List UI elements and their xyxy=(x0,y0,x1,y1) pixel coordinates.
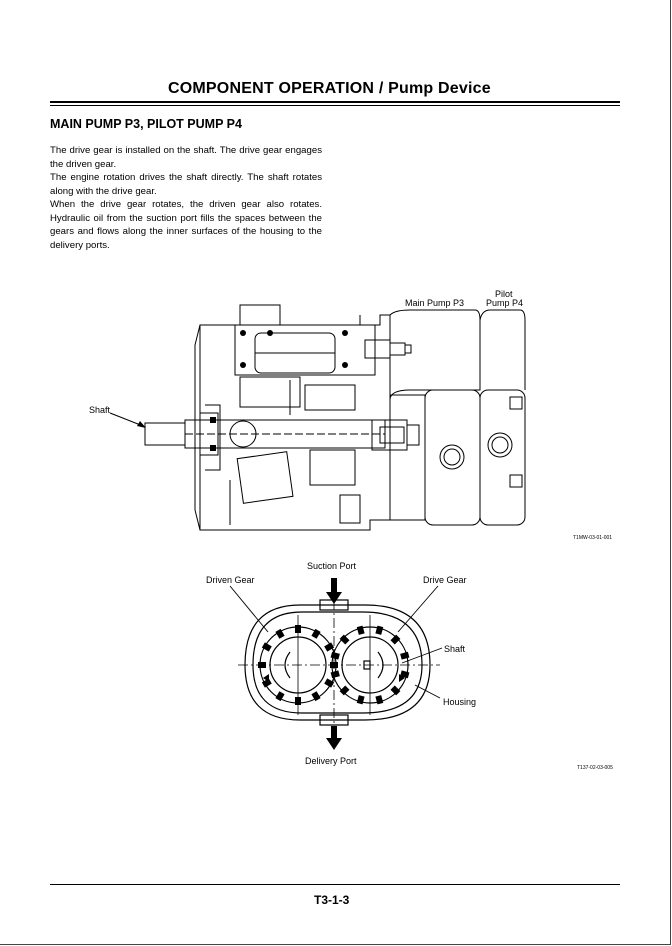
driven-gear-label: Driven Gear xyxy=(206,575,255,585)
pilot-pump-label-line1: Pilot xyxy=(495,289,513,299)
page-number: T3-1-3 xyxy=(314,893,350,907)
delivery-port-label: Delivery Port xyxy=(305,756,357,766)
header-rule-thin xyxy=(50,105,620,106)
paragraph-driven-gear: When the drive gear rotates, the driven … xyxy=(50,199,322,251)
drive-gear-label: Drive Gear xyxy=(423,575,467,585)
pump-cross-section-figure xyxy=(109,304,526,531)
page-header-title: COMPONENT OPERATION / Pump Device xyxy=(168,80,491,97)
shaft-label-gear: Shaft xyxy=(444,644,466,654)
shaft-arrow-icon xyxy=(137,421,146,428)
shaft-label: Shaft xyxy=(89,405,111,415)
figure2-code: T137-02-03-005 xyxy=(577,765,613,771)
section-title: MAIN PUMP P3, PILOT PUMP P4 xyxy=(50,117,242,131)
figure1-code: T1MW-03-01-001 xyxy=(573,535,613,541)
paragraph-engine-rotation: The engine rotation drives the shaft dir… xyxy=(50,172,322,197)
gear-pump-schematic-figure xyxy=(229,578,443,750)
main-pump-p3-label: Main Pump P3 xyxy=(405,298,465,308)
paragraph-drive-gear: The drive gear is installed on the shaft… xyxy=(50,145,322,170)
footer-rule xyxy=(50,884,620,885)
shaft-leader-line xyxy=(109,412,144,427)
header-rule xyxy=(50,101,620,103)
body-text: The drive gear is installed on the shaft… xyxy=(50,144,322,252)
suction-port-label: Suction Port xyxy=(307,561,357,571)
housing-label: Housing xyxy=(443,697,477,707)
pilot-pump-label-line2: Pump P4 xyxy=(486,298,524,308)
